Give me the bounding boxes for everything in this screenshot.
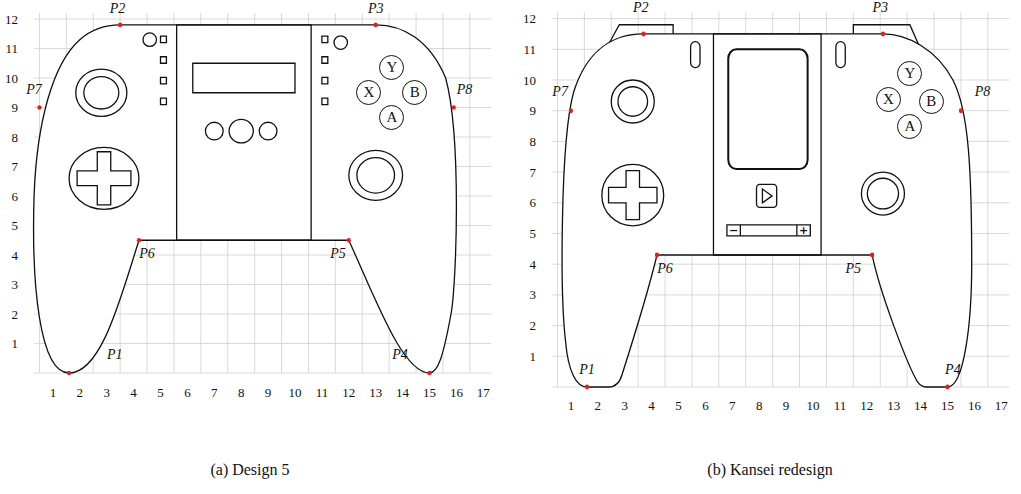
axis-number: 9 <box>12 101 19 114</box>
point-label: P7 <box>552 85 568 99</box>
axis-number: 9 <box>783 399 790 412</box>
button-letter: A <box>904 119 915 134</box>
axis-number: 10 <box>523 74 536 87</box>
axis-number: 3 <box>12 278 19 291</box>
axis-number: 1 <box>12 337 19 350</box>
point-label: P4 <box>392 348 408 362</box>
axis-number: 5 <box>157 386 164 399</box>
panel-caption: (a) Design 5 <box>210 462 289 478</box>
axis-number: 2 <box>595 399 602 412</box>
axis-number: 9 <box>530 104 537 117</box>
button-letter: X <box>883 92 894 107</box>
axis-number: 16 <box>968 399 981 412</box>
axis-number: 2 <box>77 386 84 399</box>
grid-line <box>557 12 558 387</box>
axis-number: 4 <box>12 249 19 262</box>
axis-number: 11 <box>5 42 18 55</box>
point-label: P2 <box>110 2 126 16</box>
axis-number: 2 <box>530 319 537 332</box>
axis-number: 5 <box>675 399 682 412</box>
axis-number: 8 <box>756 399 763 412</box>
axis-number: 8 <box>530 135 537 148</box>
point-label: P7 <box>26 83 42 97</box>
axis-number: 4 <box>530 258 537 271</box>
axis-number: 5 <box>12 219 19 232</box>
axis-number: 9 <box>265 386 272 399</box>
axis-number: 8 <box>12 131 19 144</box>
axis-number: 12 <box>523 12 536 25</box>
point-label: P5 <box>330 247 346 261</box>
grid-line <box>552 18 1009 19</box>
axis-number: 7 <box>12 160 19 173</box>
button-letter: B <box>410 85 420 100</box>
point-label: P6 <box>657 262 673 276</box>
axis-number: 12 <box>860 399 873 412</box>
axis-number: 10 <box>289 386 302 399</box>
axis-number: 1 <box>50 386 57 399</box>
axis-number: 16 <box>450 386 463 399</box>
axis-number: 7 <box>211 386 218 399</box>
button-letter: X <box>364 85 375 100</box>
axis-number: 8 <box>238 386 245 399</box>
axis-number: 7 <box>530 166 537 179</box>
point-label: P8 <box>975 85 991 99</box>
axis-number: 10 <box>807 399 820 412</box>
slider-symbol: − <box>729 225 738 236</box>
axis-number: 6 <box>702 399 709 412</box>
point-label: P3 <box>872 1 888 15</box>
button-letter: B <box>926 94 936 109</box>
button-letter: Y <box>386 60 397 75</box>
axis-number: 4 <box>130 386 137 399</box>
axis-number: 1 <box>568 399 575 412</box>
point-label: P3 <box>368 2 384 16</box>
grid-line <box>469 13 470 373</box>
axis-number: 6 <box>530 196 537 209</box>
grid-line <box>987 12 988 387</box>
point-label: P4 <box>945 363 961 377</box>
point-label: P1 <box>579 363 595 377</box>
axis-number: 2 <box>12 308 19 321</box>
axis-number: 3 <box>530 288 537 301</box>
axis-number: 17 <box>995 399 1008 412</box>
axis-number: 17 <box>477 386 490 399</box>
slider-symbol: + <box>799 225 808 236</box>
panel-caption: (b) Kansei redesign <box>707 462 832 478</box>
point-label: P1 <box>107 348 123 362</box>
face-button: A <box>897 114 922 139</box>
axis-number: 7 <box>729 399 736 412</box>
point-label: P2 <box>633 1 649 15</box>
face-button: B <box>919 89 944 114</box>
axis-number: 11 <box>523 43 536 56</box>
point-label: P6 <box>139 247 155 261</box>
axis-number: 3 <box>103 386 110 399</box>
axis-number: 13 <box>369 386 382 399</box>
axis-number: 11 <box>316 386 329 399</box>
axis-number: 15 <box>423 386 436 399</box>
button-letter: A <box>386 110 397 125</box>
axis-number: 11 <box>834 399 847 412</box>
axis-number: 6 <box>184 386 191 399</box>
grid-line <box>34 19 491 20</box>
axis-number: 12 <box>5 13 18 26</box>
axis-number: 6 <box>12 190 19 203</box>
axis-number: 4 <box>648 399 655 412</box>
grid-line <box>34 373 491 374</box>
button-letter: Y <box>904 66 915 81</box>
axis-number: 12 <box>342 386 355 399</box>
axis-number: 5 <box>530 227 537 240</box>
point-label: P8 <box>457 83 473 97</box>
point-label: P5 <box>846 262 862 276</box>
axis-number: 15 <box>941 399 954 412</box>
axis-number: 13 <box>887 399 900 412</box>
axis-number: 10 <box>5 72 18 85</box>
axis-number: 3 <box>621 399 628 412</box>
axis-number: 1 <box>530 350 537 363</box>
axis-number: 14 <box>914 399 927 412</box>
axis-number: 14 <box>396 386 409 399</box>
